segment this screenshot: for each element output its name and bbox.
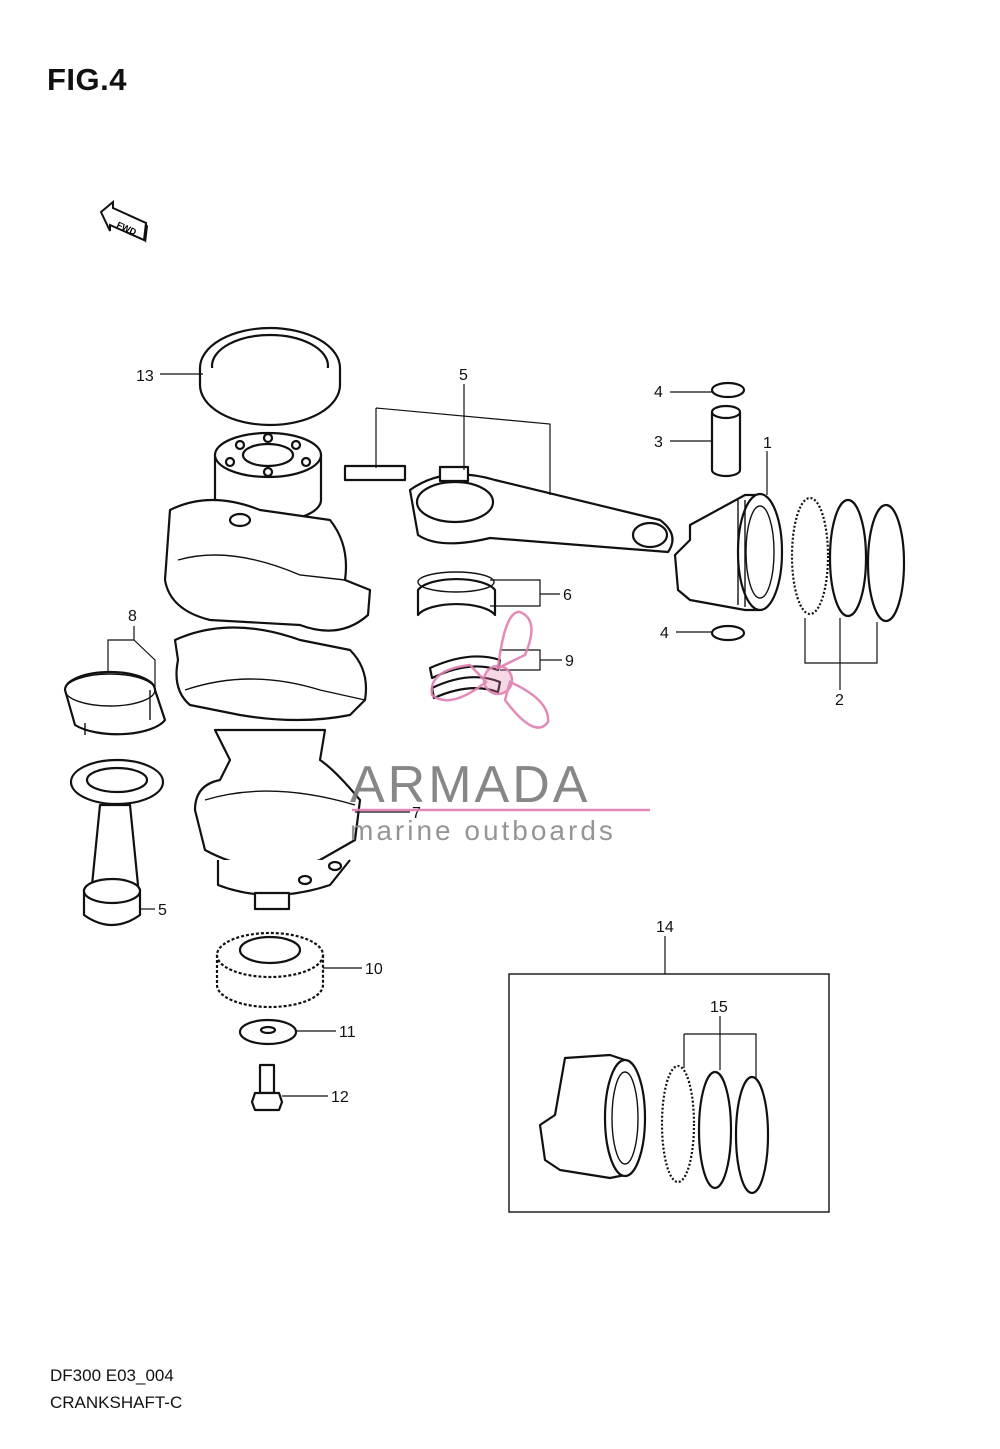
piston-set-part	[538, 1053, 647, 1180]
callout-11: 11	[339, 1024, 356, 1041]
callouts: 13 5 4 3 1 4 2 6 9 8 5 7 10 11 12 14 15	[128, 367, 844, 1106]
callout-4-top: 4	[654, 384, 663, 401]
crankshaft-part	[163, 431, 372, 911]
figure-title: FIG.4	[47, 62, 128, 97]
circlip-bottom-part	[710, 624, 746, 642]
callout-12: 12	[331, 1089, 349, 1106]
callout-5-left: 5	[158, 902, 167, 919]
crank-gear-part	[215, 931, 325, 1009]
callout-3: 3	[654, 434, 663, 451]
callout-14: 14	[656, 919, 674, 936]
armada-watermark: ARMADA marine outboards	[350, 610, 650, 846]
callout-2: 2	[835, 692, 844, 709]
piston-part	[673, 492, 784, 612]
callout-10: 10	[365, 961, 383, 978]
callout-9: 9	[565, 653, 574, 670]
connecting-rod-left-part	[69, 758, 165, 926]
bolt-part	[250, 1063, 284, 1112]
washer-part	[238, 1018, 298, 1046]
callout-13: 13	[136, 368, 154, 385]
callout-15: 15	[710, 999, 728, 1016]
piston-set-rings-part	[660, 1064, 770, 1195]
propeller-logo-icon	[430, 610, 550, 729]
watermark-brand: ARMADA	[350, 756, 590, 814]
callout-7: 7	[412, 805, 421, 822]
rod-bearing-part	[416, 571, 497, 617]
diagram-code: DF300 E03_004	[50, 1366, 174, 1385]
callout-8: 8	[128, 608, 137, 625]
diagram-name: CRANKSHAFT-C	[50, 1393, 183, 1412]
watermark-tagline: marine outboards	[350, 815, 616, 846]
oil-seal-part	[198, 326, 342, 427]
callout-4-bottom: 4	[660, 625, 669, 642]
fwd-arrow-icon: FWD	[99, 199, 148, 243]
piston-set-box	[508, 973, 830, 1213]
main-bearing-part	[63, 670, 167, 736]
connecting-rod-top-part	[343, 464, 674, 554]
piston-rings-part	[790, 496, 906, 623]
callout-1: 1	[763, 435, 772, 452]
circlip-top-part	[710, 381, 746, 399]
leader-lines	[107, 373, 878, 1097]
callout-6: 6	[563, 587, 572, 604]
callout-5-top: 5	[459, 367, 468, 384]
piston-pin-part	[710, 404, 742, 478]
